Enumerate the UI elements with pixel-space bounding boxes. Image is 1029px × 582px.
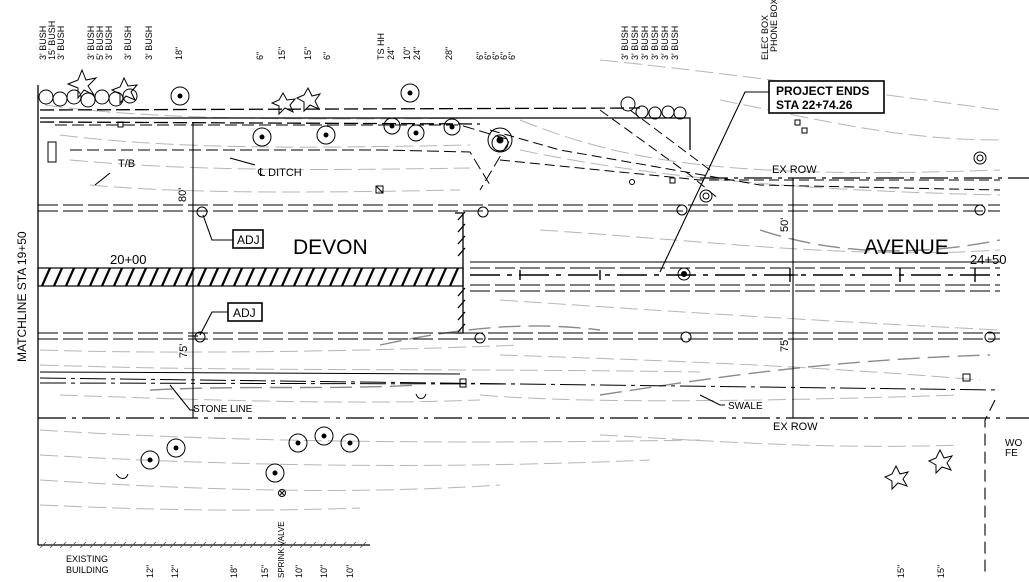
street-name-right: AVENUE: [864, 236, 949, 259]
adj-label-lower: ADJ: [233, 306, 256, 320]
adj-callout-lower: ADJ: [227, 302, 263, 322]
dim-50-label: 50': [779, 218, 791, 232]
ex-row-bottom-label: EX ROW: [773, 421, 818, 433]
street-name-left: DEVON: [293, 236, 368, 259]
top-label: 3' BUSH: [630, 26, 640, 60]
ditch: [47, 109, 1001, 201]
bottom-tree-labels: 12" 12" 18" 15" SPRINK VALVE 10" 10" 10"…: [145, 521, 946, 578]
top-label: 6": [499, 52, 509, 60]
adj-label-upper: ADJ: [237, 233, 260, 247]
station-2000-label: 20+00: [110, 252, 147, 267]
bottom-label: 12": [145, 565, 155, 578]
row-lines: [38, 177, 1029, 419]
top-label: 5' BUSH: [95, 26, 105, 60]
dim-75-left-label: 75': [178, 344, 190, 358]
top-label: 24": [386, 47, 396, 60]
stone-line: [39, 371, 1001, 391]
bottom-label: 10": [319, 565, 329, 578]
top-label: 15' BUSH: [47, 21, 57, 60]
utility-symbols: [115, 119, 996, 497]
top-label: 10": [402, 47, 412, 60]
tree-symbols: [38, 83, 987, 483]
top-label: TS HH: [376, 33, 386, 60]
top-label: 6": [475, 52, 485, 60]
top-label: 6": [255, 52, 265, 60]
swale-label: SWALE: [728, 401, 763, 412]
dim-75-right-label: 75': [779, 338, 791, 352]
top-label: 3' BUSH: [640, 26, 650, 60]
star-symbols: [66, 68, 954, 491]
ditch-label: ℄ DITCH: [257, 167, 302, 179]
bottom-label: 10": [294, 565, 304, 578]
leaders: [94, 91, 996, 575]
top-label: 15": [303, 47, 313, 60]
top-label: PHONE BOX: [769, 0, 779, 52]
top-label: 3' BUSH: [670, 26, 680, 60]
top-label: 3' BUSH: [144, 26, 154, 60]
top-label: 3' BUSH: [650, 26, 660, 60]
stone-line-label: STONE LINE: [193, 404, 253, 415]
top-label: ELEC BOX: [760, 15, 770, 60]
top-label: 3' BUSH: [38, 26, 48, 60]
top-label: 3' BUSH: [104, 26, 114, 60]
top-label: 15": [277, 47, 287, 60]
bottom-label: 18": [229, 565, 239, 578]
top-label: 28": [444, 47, 454, 60]
station-2450-label: 24+50: [970, 252, 1007, 267]
ex-row-top-label: EX ROW: [772, 164, 817, 176]
top-label: 6": [491, 52, 501, 60]
bottom-label: SPRINK VALVE: [277, 521, 286, 578]
matchline-label: MATCHLINE STA 19+50: [15, 231, 29, 362]
project-ends-line1: PROJECT ENDS: [776, 84, 869, 98]
bottom-label: 15": [260, 565, 270, 578]
bottom-label: 10": [345, 565, 355, 578]
top-label: 6": [483, 52, 493, 60]
road-edges: [38, 204, 1000, 340]
building-hatch: [39, 541, 367, 549]
dimension-lines: [188, 122, 798, 418]
top-label: 3' BUSH: [86, 26, 96, 60]
top-label: 6": [322, 52, 332, 60]
top-label: 3' BUSH: [56, 26, 66, 60]
wo-fence-label-1: WO: [1005, 438, 1022, 449]
bottom-label: 12": [170, 565, 180, 578]
edge-lines: [37, 85, 691, 546]
centerline: [470, 268, 1000, 282]
top-label: 24": [412, 47, 422, 60]
top-tree-labels: 3' BUSH 15' BUSH 3' BUSH 3' BUSH 5' BUSH…: [38, 0, 779, 60]
top-label: 18": [174, 47, 184, 60]
top-label: 3' BUSH: [660, 26, 670, 60]
median-hatch: [37, 211, 466, 334]
tb-label: T/B: [118, 158, 135, 170]
top-label: 3' BUSH: [123, 26, 133, 60]
existing-building-label-1: EXISTING: [66, 554, 108, 564]
dim-80-label: 80': [177, 188, 189, 202]
project-ends-callout: PROJECT ENDS STA 22+74.26: [768, 80, 885, 114]
adj-callout-upper: ADJ: [232, 229, 264, 249]
wo-fence-label-2: FE: [1005, 448, 1018, 459]
project-ends-line2: STA 22+74.26: [776, 98, 853, 112]
bottom-label: 15": [936, 565, 946, 578]
bottom-label: 15": [896, 565, 906, 578]
contour-lines-dark: [149, 229, 1001, 396]
top-label: 6": [507, 52, 517, 60]
top-label: 3' BUSH: [620, 26, 630, 60]
existing-building-label-2: BUILDING: [66, 565, 109, 575]
